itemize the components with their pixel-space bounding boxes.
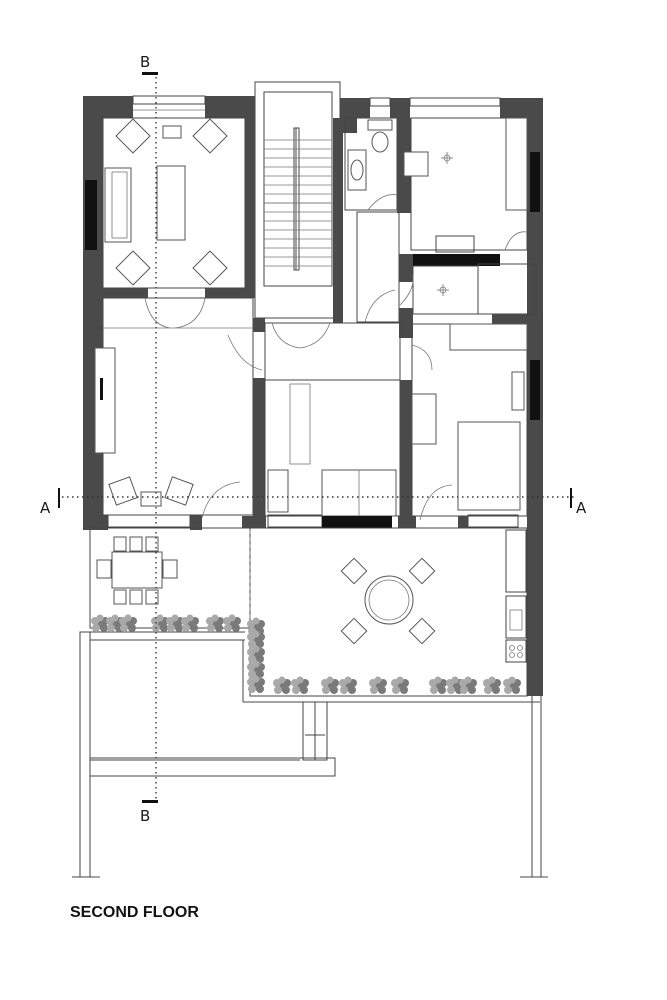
windows (107, 95, 519, 528)
bedroom-top-right (403, 117, 528, 253)
shrub (151, 614, 169, 632)
shrub (181, 614, 199, 632)
shrub (483, 676, 501, 694)
shrub (273, 676, 291, 694)
section-b-bottom-label: B (140, 807, 150, 825)
exterior-walls (83, 96, 543, 696)
shrub (369, 676, 387, 694)
planters (91, 614, 521, 694)
shrub (91, 614, 109, 632)
section-b-top-label: B (140, 53, 150, 71)
section-a-left-label: A (40, 499, 51, 517)
shrub (223, 614, 241, 632)
section-line-b (142, 72, 158, 803)
shrub (503, 676, 521, 694)
terrace (89, 527, 528, 702)
shrub (321, 676, 339, 694)
bedroom-right (411, 323, 528, 528)
lower-extension (72, 631, 548, 878)
shrub (391, 676, 409, 694)
shrub (166, 614, 184, 632)
shrub (247, 617, 265, 635)
shrub (446, 676, 464, 694)
shrub (247, 675, 265, 693)
hallway (356, 211, 537, 338)
shrub (339, 676, 357, 694)
center-room (242, 322, 416, 528)
drawing-title: SECOND FLOOR (70, 904, 199, 921)
shrub (429, 676, 447, 694)
shrub (206, 614, 224, 632)
shrub (247, 630, 265, 648)
dining-living (94, 297, 265, 519)
living-room (102, 117, 255, 298)
shrub (247, 645, 265, 663)
shrub (291, 676, 309, 694)
section-line-a (58, 488, 575, 508)
shrub (247, 660, 265, 678)
shrub (459, 676, 477, 694)
section-a-right-label: A (576, 499, 587, 517)
shrub (119, 614, 137, 632)
stair-core (254, 81, 357, 323)
